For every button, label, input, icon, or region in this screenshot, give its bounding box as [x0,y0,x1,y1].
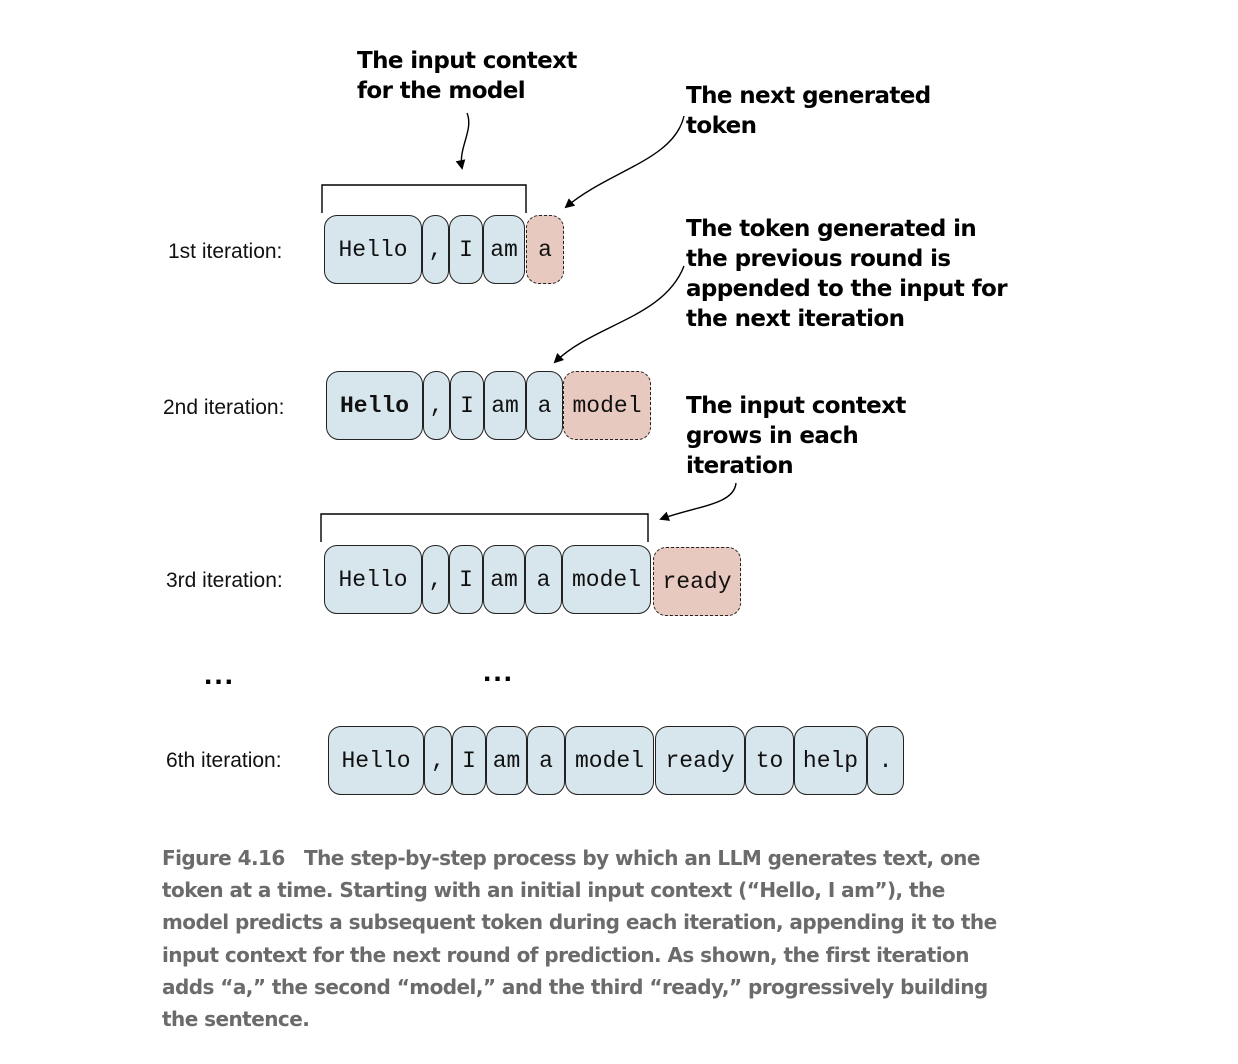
context-bracket-3 [320,513,649,542]
token-box: to [745,726,794,795]
ellipsis-left: ... [204,658,236,691]
token-box: a [525,545,562,614]
token-box: am [483,545,525,614]
new-token-box: ready [653,547,741,616]
annotation-line: token [686,113,757,139]
annotation-input-context: The input context for the model [357,46,577,106]
caption-line: token at a time. Starting with an initia… [162,878,945,903]
iteration-label-3: 3rd iteration: [166,569,283,592]
token-box: Hello [328,726,424,795]
caption-line-1: Figure 4.16 The step-by-step process by … [162,842,997,874]
token-box: , [423,371,450,440]
token-box: I [452,726,486,795]
token-box: . [867,726,904,795]
token-box: I [450,371,484,440]
caption-line: input context for the next round of pred… [162,942,969,967]
token-box: Hello [326,371,423,440]
annotation-line: appended to the input for [686,276,1008,302]
token-box: am [484,371,526,440]
annotation-line: The input context [357,48,577,74]
ellipsis-center: ... [483,655,515,688]
token-box: , [424,726,452,795]
token-box: ready [655,726,745,795]
new-token-box: model [563,371,651,440]
arrow-grows [659,482,737,521]
iteration-label-6: 6th iteration: [166,749,282,772]
annotation-line: The next generated [686,83,931,109]
annotation-line: iteration [686,453,794,479]
token-box: Hello [324,545,422,614]
token-box: am [486,726,527,795]
annotation-grows: The input context grows in each iteratio… [686,391,906,481]
arrow-next-token [564,115,685,209]
token-box: help [794,726,867,795]
annotation-line: for the model [357,78,526,104]
annotation-line: The input context [686,393,906,419]
token-box: I [449,545,483,614]
annotation-line: The token generated in [686,216,977,242]
token-box: model [562,545,651,614]
token-box: a [526,371,563,440]
figure-caption: Figure 4.16 The step-by-step process by … [162,842,997,1035]
caption-line: adds “a,” the second “model,” and the th… [162,974,988,999]
caption-text: The step-by-step process by which an LLM… [304,846,980,870]
token-box: model [565,726,654,795]
token-box: , [422,215,449,284]
token-box: I [449,215,483,284]
annotation-next-token: The next generated token [686,81,931,141]
iteration-label-2: 2nd iteration: [163,396,285,419]
token-box: Hello [324,215,422,284]
arrow-appended [553,265,685,364]
arrow-input-context [455,112,470,170]
figure-label: Figure 4.16 [162,846,285,870]
token-box: a [527,726,565,795]
annotation-appended: The token generated in the previous roun… [686,214,1008,334]
annotation-line: grows in each [686,423,859,449]
iteration-label-1: 1st iteration: [168,240,283,263]
token-box: am [483,215,525,284]
token-box: , [422,545,449,614]
caption-line: the sentence. [162,1007,310,1032]
annotation-line: the previous round is [686,246,951,272]
new-token-box: a [526,215,564,284]
caption-line: model predicts a subsequent token during… [162,910,997,935]
annotation-line: the next iteration [686,306,905,332]
context-bracket-1 [321,184,527,213]
